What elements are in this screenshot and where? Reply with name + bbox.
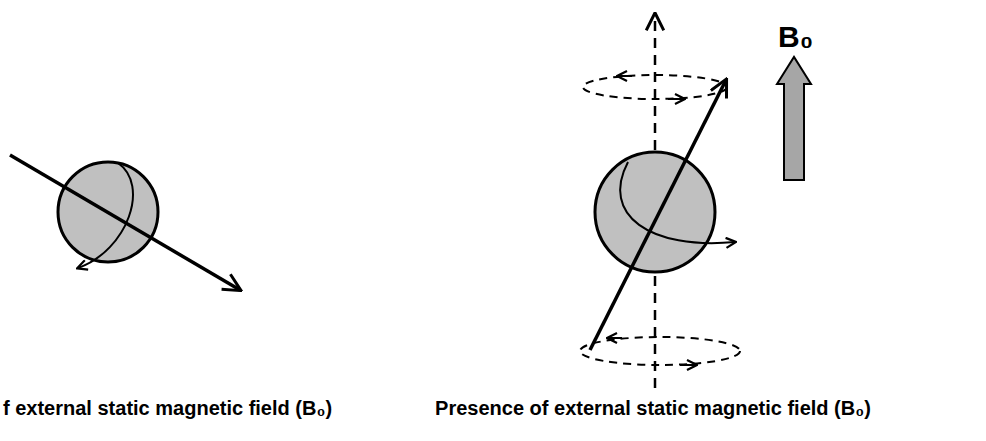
precession-arrow — [680, 364, 696, 366]
spin-arrow — [78, 163, 133, 268]
free-nucleus — [10, 155, 240, 290]
caption-label: f external static magnetic field (B₀) — [3, 397, 332, 420]
precession-path-top — [583, 75, 727, 99]
precession-path-bottom — [580, 337, 740, 365]
precession-arrow — [668, 98, 684, 100]
field-arrow — [777, 57, 811, 180]
precession-arrow — [608, 337, 622, 339]
caption-label: Presence of external static magnetic fie… — [435, 397, 871, 420]
nucleus-circle — [595, 152, 715, 272]
magnetic-moment-vector — [590, 80, 726, 350]
precessing-nucleus — [580, 14, 740, 388]
field-symbol: B₀ — [778, 20, 813, 54]
magnetic-moment-vector — [10, 155, 240, 290]
precession-arrow — [618, 75, 632, 77]
